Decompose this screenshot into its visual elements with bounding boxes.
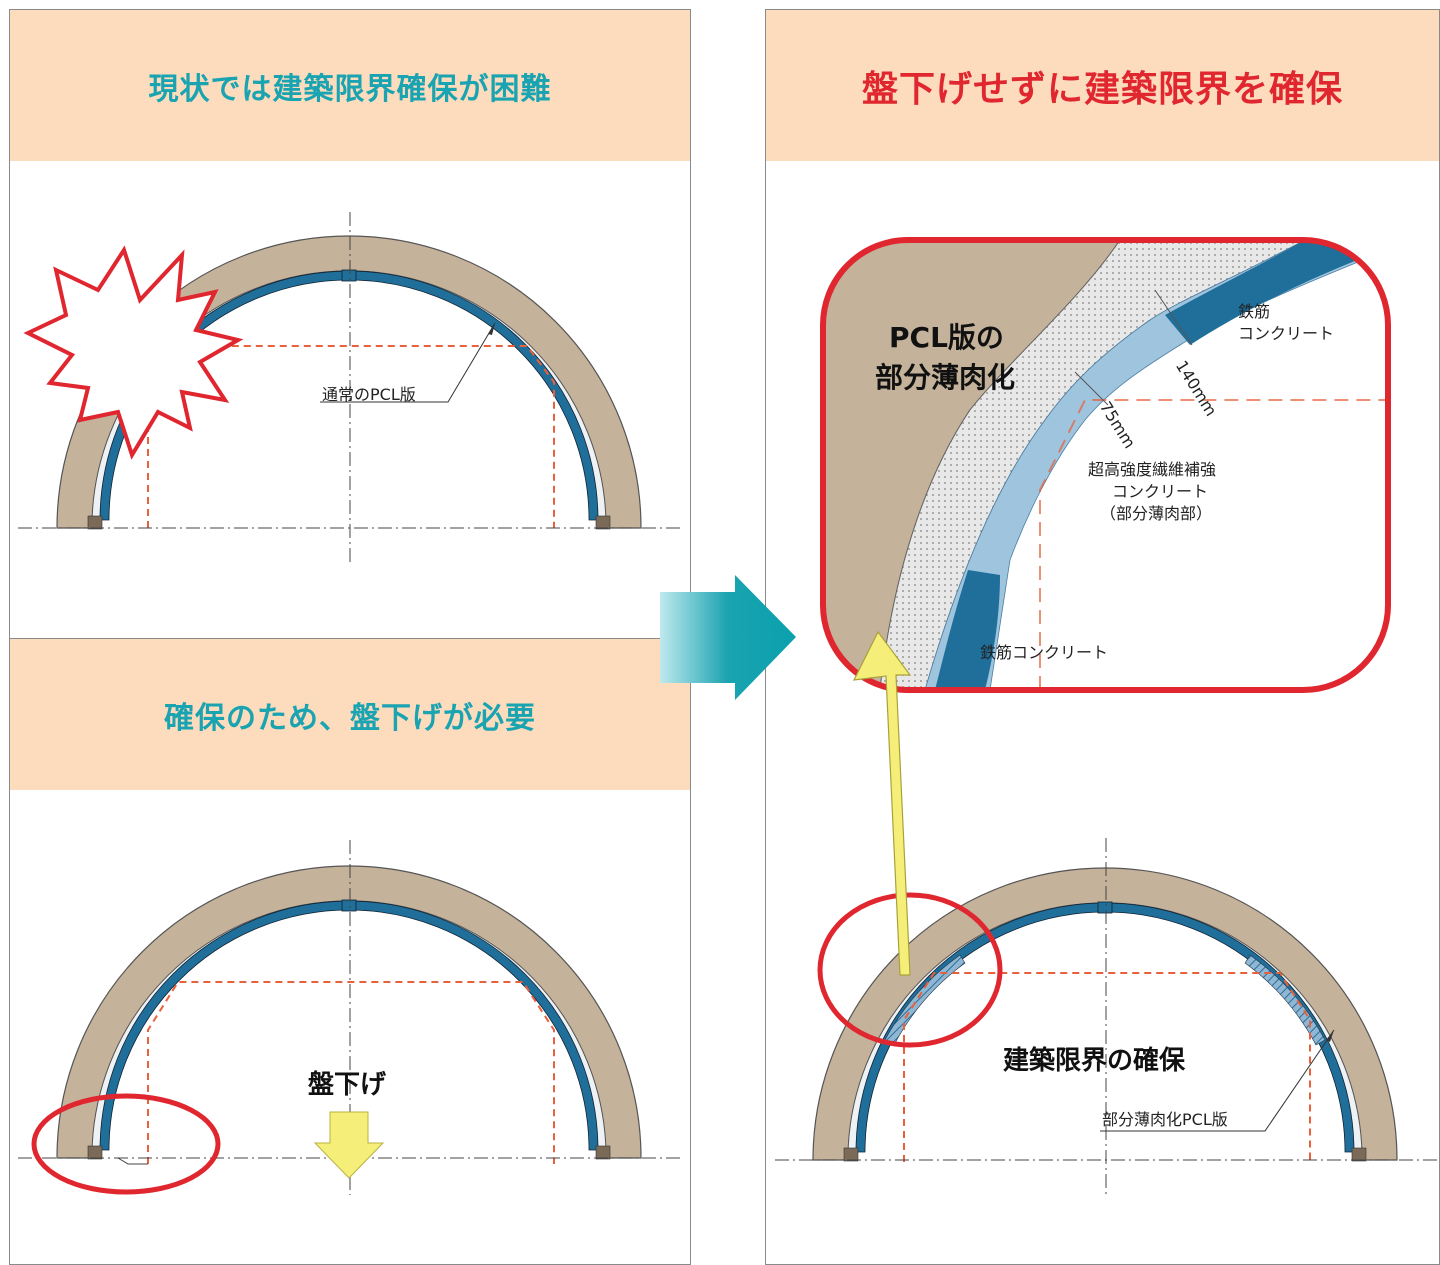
thin-section-highlight-ellipse bbox=[817, 892, 1003, 1048]
left-bottom-title: 確保のため、盤下げが必要 bbox=[164, 700, 536, 736]
zoom-link-arrow-icon bbox=[852, 630, 912, 976]
rc-bottom-label: 鉄筋コンクリート bbox=[980, 643, 1109, 662]
rc-top-label-line1: 鉄筋 bbox=[1238, 302, 1271, 321]
zoom-title-line1: PCL版の bbox=[889, 321, 1004, 354]
normal-pcl-label: 通常のPCL版 bbox=[322, 385, 416, 404]
tunnel-bottom-left bbox=[18, 840, 682, 1195]
clearance-secured-label: 建築限界の確保 bbox=[1003, 1046, 1186, 1076]
lower-arrow-icon bbox=[313, 1111, 385, 1179]
zoom-frame bbox=[820, 237, 1391, 693]
left-bottom-header: 確保のため、盤下げが必要 bbox=[10, 639, 690, 790]
rc-top-label-line2: コンクリート bbox=[1238, 324, 1335, 343]
zoom-detail bbox=[820, 237, 1391, 693]
right-title: 盤下げせずに建築限界を確保 bbox=[861, 68, 1343, 110]
left-top-header: 現状では建築限界確保が困難 bbox=[10, 10, 690, 161]
tunnel-top-left bbox=[18, 212, 682, 565]
left-divider bbox=[10, 638, 690, 639]
ufrc-label-line2: コンクリート bbox=[1112, 482, 1209, 501]
right-header: 盤下げせずに建築限界を確保 bbox=[766, 10, 1439, 161]
tunnel-bottom-right bbox=[775, 838, 1440, 1198]
zoom-title-line2: 部分薄肉化 bbox=[875, 361, 1016, 394]
collision-burst-icon bbox=[23, 245, 244, 460]
thin-pcl-label: 部分薄肉化PCL版 bbox=[1102, 1110, 1228, 1129]
floor-highlight-ellipse bbox=[31, 1093, 221, 1195]
ufrc-label-line1: 超高強度繊維補強 bbox=[1088, 460, 1217, 479]
lower-floor-label: 盤下げ bbox=[308, 1070, 387, 1100]
left-top-title: 現状では建築限界確保が困難 bbox=[148, 71, 552, 107]
transition-arrow-icon bbox=[660, 575, 796, 700]
ufrc-label-line3: （部分薄肉部） bbox=[1100, 504, 1213, 523]
